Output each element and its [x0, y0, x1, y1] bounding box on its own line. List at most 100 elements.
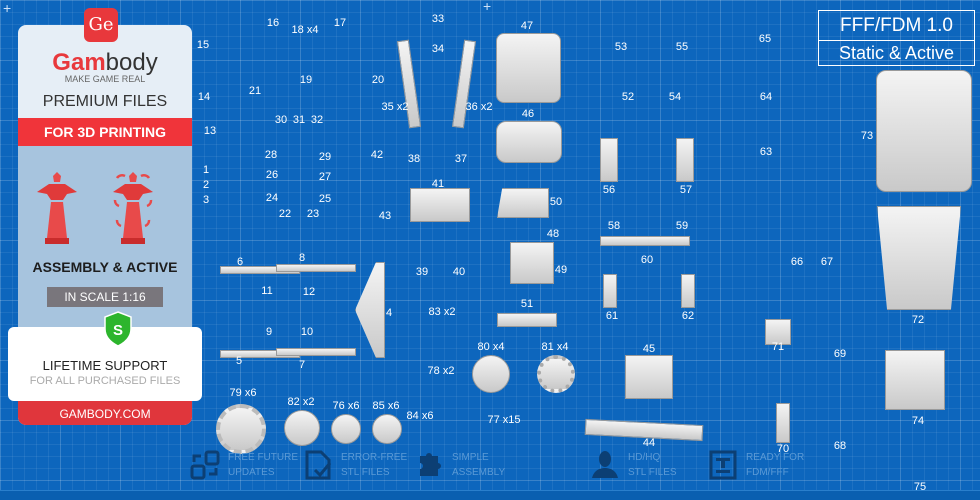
- crosshair-mark: +: [3, 0, 12, 16]
- feature-label-line1: SIMPLE: [452, 452, 489, 463]
- part-79-tire-shape: [216, 404, 266, 454]
- part-label: 27: [318, 171, 332, 183]
- part-label: 28: [264, 149, 278, 161]
- part-label: 74: [911, 415, 925, 427]
- brand-name: Gambody: [18, 49, 192, 77]
- part-label: 62: [681, 310, 695, 322]
- part-label: 58: [607, 220, 621, 232]
- refresh-icon: [190, 450, 220, 480]
- part-label: 79 x6: [229, 387, 257, 399]
- gambody-logo-badge: Ge: [84, 8, 118, 42]
- feature-label-line2: UPDATES: [228, 467, 275, 478]
- part-45-shape: [625, 355, 673, 399]
- part-label: 56: [602, 184, 616, 196]
- part-label: 78 x2: [427, 365, 455, 377]
- printer-icon: [709, 450, 737, 480]
- part-46-shape: [496, 121, 562, 163]
- feature-label-line2: STL FILES: [341, 467, 390, 478]
- part-label: 49: [554, 264, 568, 276]
- part-49-shape: [510, 242, 554, 284]
- part-label: 31: [292, 114, 306, 126]
- part-label: 72: [911, 314, 925, 326]
- part-label: 22: [278, 208, 292, 220]
- part-label: 80 x4: [477, 341, 505, 353]
- part-label: 46: [521, 108, 535, 120]
- part-label: 69: [833, 348, 847, 360]
- part-81-gear-shape: [537, 355, 575, 393]
- part-62-shape: [681, 274, 695, 308]
- feature-label-line1: ERROR-FREE: [341, 452, 408, 463]
- puzzle-icon: [420, 453, 441, 476]
- part-4-shape: [355, 262, 385, 358]
- bust-icon: [592, 451, 618, 478]
- part-label: 50: [549, 196, 563, 208]
- part-50-shape: [497, 188, 549, 218]
- lifetime-support-title: LIFETIME SUPPORT: [42, 358, 168, 373]
- part-label: 18 x4: [291, 24, 319, 36]
- part-label: 40: [452, 266, 466, 278]
- part-label: 53: [614, 41, 628, 53]
- part-label: 30: [274, 114, 288, 126]
- part-label: 1: [202, 164, 210, 176]
- part-7-shape: [276, 348, 356, 356]
- part-label: 59: [675, 220, 689, 232]
- lifetime-support-subtitle: FOR ALL PURCHASED FILES: [29, 375, 181, 387]
- part-label: 39: [415, 266, 429, 278]
- premium-files-label: PREMIUM FILES: [42, 93, 168, 110]
- part-label: 4: [385, 307, 393, 319]
- part-label: 16: [266, 17, 280, 29]
- shield-icon: S: [104, 311, 132, 347]
- part-label: 65: [758, 33, 772, 45]
- part-label: 21: [248, 85, 262, 97]
- part-label: 34: [431, 43, 445, 55]
- part-label: 32: [310, 114, 324, 126]
- print-type-title: FFF/FDM 1.0: [840, 15, 953, 36]
- part-label: 70: [776, 443, 790, 455]
- part-61-shape: [603, 274, 617, 308]
- scale-badge: IN SCALE 1:16: [47, 287, 163, 307]
- part-label: 60: [640, 254, 654, 266]
- feature-label-line2: STL FILES: [628, 467, 677, 478]
- part-label: 81 x4: [541, 341, 569, 353]
- part-label: 48: [546, 228, 560, 240]
- assembly-active-label: ASSEMBLY & ACTIVE: [32, 259, 178, 275]
- part-label: 7: [298, 359, 306, 371]
- part-label: 13: [203, 125, 217, 137]
- part-label: 3: [202, 194, 210, 206]
- part-85-wheel-shape: [372, 414, 402, 444]
- part-label: 20: [371, 74, 385, 86]
- part-label: 45: [642, 343, 656, 355]
- feature-error-free: ERROR-FREE STL FILES: [303, 450, 407, 480]
- part-label: 84 x6: [406, 410, 434, 422]
- part-label: 36 x2: [465, 101, 493, 113]
- feature-hd-stl: HD/HQ STL FILES: [590, 450, 677, 480]
- part-label: 61: [605, 310, 619, 322]
- part-label: 19: [299, 74, 313, 86]
- print-type-subtitle: Static & Active: [819, 40, 974, 64]
- part-73-shape: [876, 70, 972, 192]
- gambody-website-link[interactable]: GAMBODY.COM: [18, 401, 192, 425]
- part-label: 35 x2: [381, 101, 409, 113]
- part-label: 14: [197, 91, 211, 103]
- part-label: 9: [265, 326, 273, 338]
- part-label: 73: [860, 130, 874, 142]
- part-label: 23: [306, 208, 320, 220]
- part-label: 44: [642, 437, 656, 449]
- part-label: 82 x2: [287, 396, 315, 408]
- svg-text:S: S: [113, 322, 123, 339]
- part-label: 5: [235, 355, 243, 367]
- part-label: 6: [236, 256, 244, 268]
- part-label: 17: [333, 17, 347, 29]
- part-label: 24: [265, 192, 279, 204]
- for-3d-printing-banner: FOR 3D PRINTING: [18, 118, 192, 146]
- feature-label-line1: HD/HQ: [628, 452, 661, 463]
- part-label: 83 x2: [428, 306, 456, 318]
- part-label: 41: [431, 178, 445, 190]
- part-label: 43: [378, 210, 392, 222]
- part-label: 42: [370, 149, 384, 161]
- part-label: 68: [833, 440, 847, 452]
- part-label: 38: [407, 153, 421, 165]
- part-72-shape: [877, 206, 961, 310]
